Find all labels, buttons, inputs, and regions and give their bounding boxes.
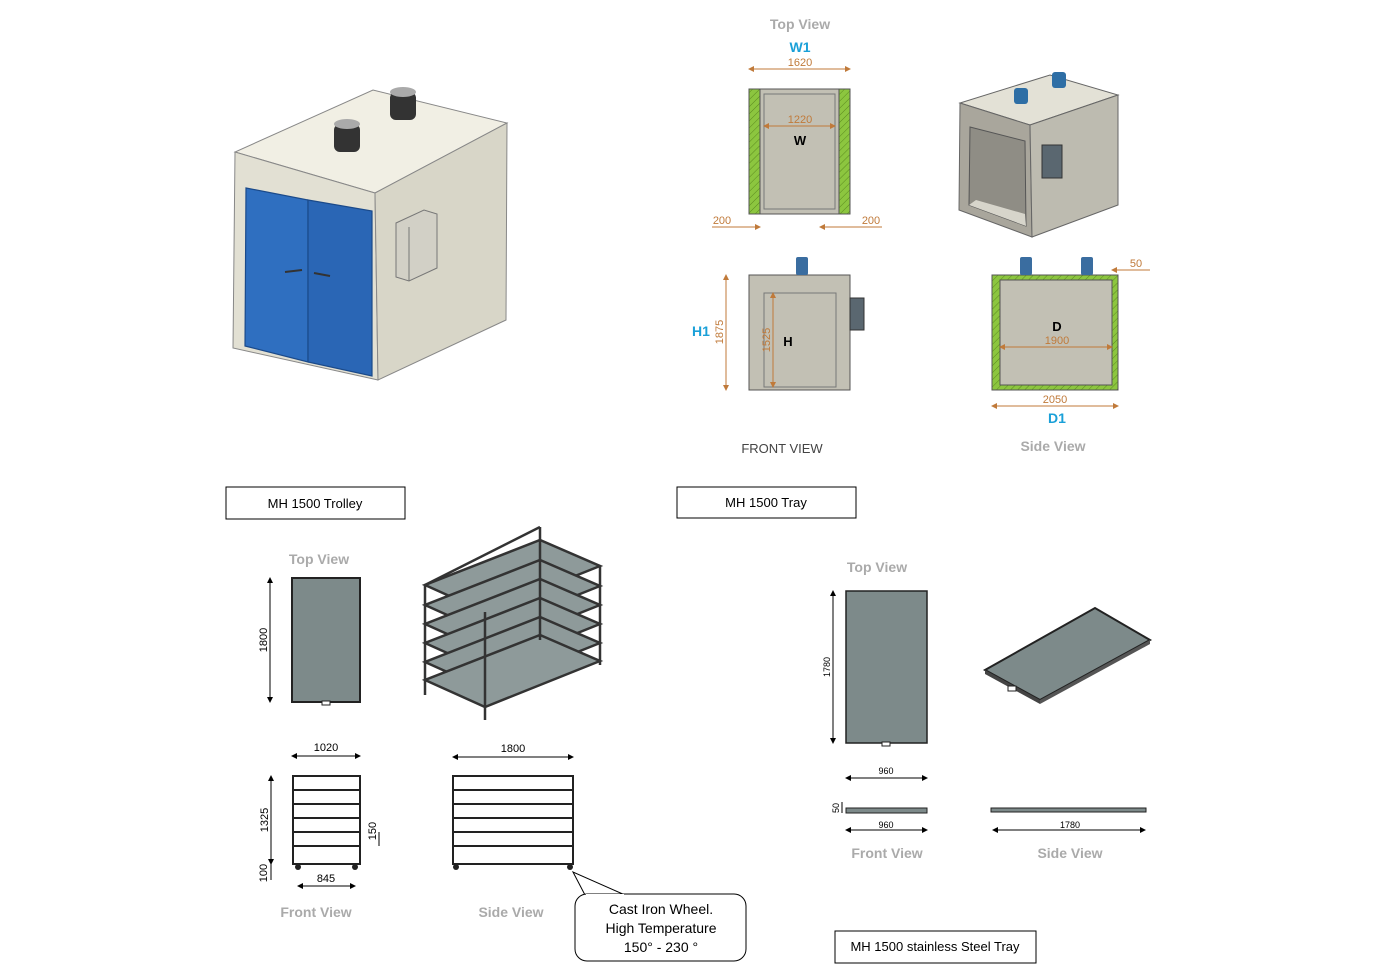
tray-top-view: Top View 1780 960 (822, 559, 928, 781)
tray-title: MH 1500 Tray (725, 495, 807, 510)
oven-w-label: W (794, 133, 807, 148)
oven-outer-height-dim: 1875 (714, 320, 726, 344)
oven-w1-label: W1 (790, 39, 811, 55)
trolley-top-length-dim: 1800 (258, 628, 270, 652)
trolley-title: MH 1500 Trolley (268, 496, 363, 511)
trolley-shelf-spacing-dim: 150 (367, 822, 379, 840)
tray-front-width-dim: 960 (878, 820, 893, 830)
callout-line-1: Cast Iron Wheel. (609, 901, 713, 917)
oven-side-view: 50 D 1900 2050 D1 Side View (991, 257, 1150, 454)
trolley-side-length-dim: 1800 (501, 743, 525, 755)
tray-top-view-label: Top View (847, 559, 907, 575)
trolley-front-view: 1020 1325 150 100 845 Front View (258, 742, 380, 920)
oven-inner-height-dim: 1525 (761, 328, 773, 352)
tray-front-view: 50 960 Front View (831, 802, 928, 861)
trolley-top-view-label: Top View (289, 551, 349, 567)
trolley-isometric-view (421, 525, 604, 720)
trolley-side-view: 1800 Side View (452, 743, 574, 920)
oven-front-view-label: FRONT VIEW (741, 441, 823, 456)
oven-isometric-view (232, 87, 509, 381)
oven-h1-label: H1 (692, 323, 710, 339)
tray-length-dim: 1780 (822, 657, 832, 677)
trolley-front-height-dim: 1325 (259, 808, 271, 832)
oven-side-view-label: Side View (1020, 438, 1085, 454)
stainless-tray-title-box: MH 1500 stainless Steel Tray (834, 930, 1037, 964)
trolley-front-view-label: Front View (280, 904, 351, 920)
trolley-side-view-label: Side View (478, 904, 543, 920)
wheel-callout: Cast Iron Wheel. High Temperature 150° -… (571, 870, 747, 962)
tray-height-dim: 50 (831, 803, 841, 813)
trolley-top-view: Top View 1800 (258, 551, 361, 706)
stainless-tray-title: MH 1500 stainless Steel Tray (850, 939, 1020, 954)
oven-inner-width-dim: 1220 (788, 114, 812, 126)
oven-outer-depth-dim: 2050 (1043, 394, 1067, 406)
oven-wall-right-dim: 200 (862, 215, 880, 227)
oven-top-view: Top View W1 1620 1220 W 200 200 (712, 16, 882, 230)
trolley-title-box: MH 1500 Trolley (225, 486, 406, 520)
tray-title-box: MH 1500 Tray (676, 486, 857, 519)
oven-wall-left-dim: 200 (713, 215, 731, 227)
oven-h-label: H (783, 334, 792, 349)
tray-side-view-label: Side View (1037, 845, 1102, 861)
oven-inner-depth-dim: 1900 (1045, 335, 1069, 347)
tray-width-dim: 960 (878, 766, 893, 776)
callout-line-3: 150° - 230 ° (624, 939, 698, 955)
callout-line-2: High Temperature (605, 920, 716, 936)
tray-front-view-label: Front View (851, 845, 922, 861)
oven-motor-icon (334, 87, 416, 152)
oven-front-view: 1875 1525 H1 H FRONT VIEW (692, 257, 865, 456)
tray-isometric-view (982, 606, 1153, 704)
oven-d-label: D (1052, 319, 1061, 334)
tray-side-view: 1780 Side View (990, 807, 1147, 861)
oven-top-view-label: Top View (770, 16, 830, 32)
oven-outer-width-dim: 1620 (788, 57, 812, 69)
tray-side-length-dim: 1780 (1060, 820, 1080, 830)
trolley-front-width-dim: 1020 (314, 742, 338, 754)
trolley-base-height-dim: 100 (258, 864, 270, 882)
oven-top-wall-dim: 50 (1130, 258, 1142, 270)
trolley-wheel-span-dim: 845 (317, 873, 335, 885)
oven-d1-label: D1 (1048, 410, 1066, 426)
oven-isometric-open-view (958, 72, 1120, 238)
